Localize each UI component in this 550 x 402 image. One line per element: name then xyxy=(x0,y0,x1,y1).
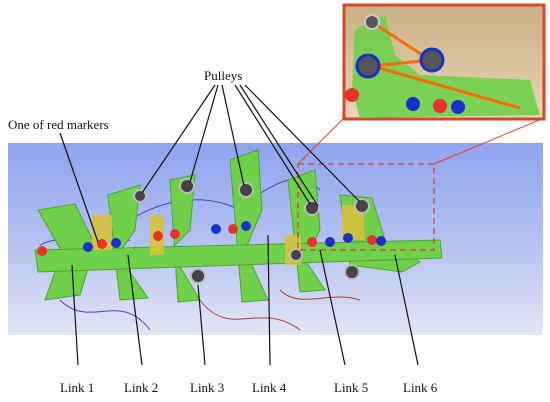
zoom-connector-bottom xyxy=(433,117,545,165)
pulley-1 xyxy=(133,189,147,203)
pulleys-label: Pulleys xyxy=(204,68,242,83)
zoom-inset xyxy=(342,3,546,121)
spine xyxy=(34,239,443,273)
link-5-label: Link 5 xyxy=(334,380,368,395)
red-marker-label: One of red markers xyxy=(8,117,109,132)
pulley-set xyxy=(133,178,370,284)
annotation-lines xyxy=(59,84,419,366)
pulley-2 xyxy=(179,178,195,194)
pulley-4 xyxy=(304,200,320,216)
pulley-3 xyxy=(238,182,254,198)
pulley-7 xyxy=(344,264,360,280)
link-3-label: Link 3 xyxy=(190,380,224,395)
pulley-5 xyxy=(354,198,370,214)
link-2-label: Link 2 xyxy=(124,380,158,395)
link-1-label: Link 1 xyxy=(60,380,94,395)
zoom-region-box xyxy=(297,163,435,251)
red-markers xyxy=(37,224,377,256)
link-4-label: Link 4 xyxy=(252,380,287,395)
pulley-8 xyxy=(289,248,303,262)
blue-markers xyxy=(83,221,386,252)
link-6-label: Link 6 xyxy=(403,380,438,395)
zoom-connector-top xyxy=(297,117,345,165)
pulley-6 xyxy=(190,268,206,284)
